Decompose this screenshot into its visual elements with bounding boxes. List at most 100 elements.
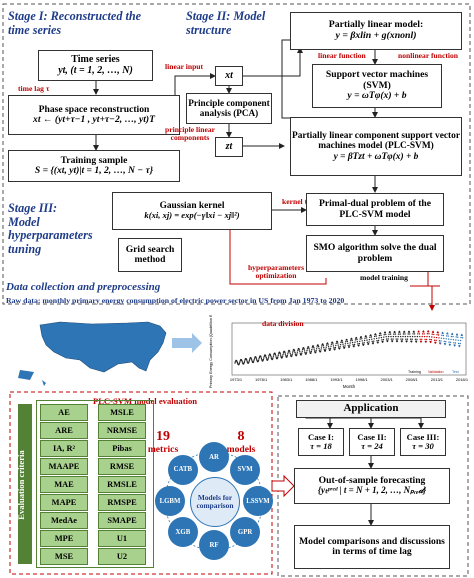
model-training-label: model training bbox=[360, 273, 408, 282]
chart-xtick-3: 1988/1 bbox=[305, 377, 318, 382]
nonlinear-function-label: nonlinear function bbox=[398, 51, 458, 60]
chart-point-341 bbox=[370, 336, 373, 338]
chart-point-24 bbox=[243, 360, 246, 362]
chart-point-54 bbox=[255, 358, 258, 360]
chart-point-544 bbox=[451, 333, 454, 336]
chart-point-475 bbox=[424, 338, 426, 341]
chart-point-144 bbox=[291, 352, 294, 354]
chart-point-238 bbox=[329, 349, 331, 351]
svm-title: Support vector machines (SVM) bbox=[325, 69, 429, 91]
chart-point-329 bbox=[365, 337, 368, 339]
chart-point-268 bbox=[341, 340, 343, 342]
chart-point-491 bbox=[430, 339, 433, 341]
chart-point-115 bbox=[280, 355, 282, 358]
chart-point-274 bbox=[343, 346, 346, 349]
chart-point-427 bbox=[405, 338, 407, 340]
chart-point-496 bbox=[432, 331, 435, 333]
chart-point-30 bbox=[246, 360, 248, 362]
chart-point-233 bbox=[327, 344, 329, 346]
chart-point-287 bbox=[349, 344, 351, 346]
chart-point-259 bbox=[337, 346, 340, 348]
chart-point-270 bbox=[342, 343, 344, 345]
chart-point-95 bbox=[272, 357, 274, 359]
legend-validation: Validation bbox=[428, 370, 444, 374]
chart-point-244 bbox=[331, 341, 334, 344]
model-circle-0: AR bbox=[199, 442, 229, 472]
chart-point-131 bbox=[286, 354, 289, 357]
chart-point-370 bbox=[382, 340, 384, 343]
chart-point-490 bbox=[430, 341, 432, 343]
chart-point-167 bbox=[301, 352, 303, 354]
chart-point-472 bbox=[423, 331, 425, 333]
training-sample-formula: S = {(xt, yt)|t = 1, 2, …, N − τ} bbox=[34, 165, 154, 176]
eval-header: PLC-SVM model evaluation bbox=[92, 396, 198, 406]
chart-xtick-0: 1973/1 bbox=[230, 377, 243, 382]
chart-point-137 bbox=[289, 351, 291, 353]
model-circle-4: RF bbox=[199, 530, 229, 560]
principle-components-label: principle linear components bbox=[165, 125, 215, 143]
chart-point-383 bbox=[387, 338, 389, 340]
case-tau-2: τ = 30 bbox=[412, 441, 434, 451]
chart-point-298 bbox=[353, 345, 355, 347]
chart-point-540 bbox=[450, 338, 452, 341]
chart-point-347 bbox=[373, 340, 375, 342]
chart-point-101 bbox=[274, 353, 277, 356]
chart-point-457 bbox=[417, 333, 419, 335]
chart-point-61 bbox=[258, 356, 261, 359]
chart-point-280 bbox=[346, 339, 348, 341]
models-word: models bbox=[226, 444, 256, 455]
svm-formula: y = ωTφ(x) + b bbox=[347, 90, 407, 102]
chart-point-288 bbox=[349, 342, 351, 344]
chart-point-78 bbox=[265, 356, 267, 359]
chart-point-214 bbox=[319, 350, 322, 353]
chart-point-245 bbox=[332, 343, 334, 345]
chart-point-96 bbox=[272, 355, 275, 357]
phase-space-title: Phase space reconstruction bbox=[38, 103, 150, 115]
pca-box: Principle component analysis (PCA) bbox=[186, 93, 272, 124]
chart-point-89 bbox=[269, 354, 272, 357]
chart-point-197 bbox=[313, 346, 315, 349]
metric-col2-7: U1 bbox=[98, 530, 146, 547]
chart-point-352 bbox=[375, 333, 377, 336]
smo-box: SMO algorithm solve the dual problem bbox=[306, 235, 444, 272]
chart-point-190 bbox=[310, 352, 312, 354]
chart-point-191 bbox=[310, 350, 313, 353]
chart-point-334 bbox=[367, 343, 370, 345]
chart-point-396 bbox=[392, 335, 395, 338]
chart-point-72 bbox=[263, 357, 265, 359]
chart-point-241 bbox=[330, 343, 333, 345]
chart-point-466 bbox=[420, 340, 423, 342]
chart-point-29 bbox=[245, 359, 248, 361]
chart-point-391 bbox=[390, 338, 393, 340]
chart-point-23 bbox=[243, 361, 245, 364]
chart-point-407 bbox=[397, 338, 399, 340]
chart-point-281 bbox=[346, 340, 349, 343]
metric-col2-0: MSLE bbox=[98, 404, 146, 421]
chart-point-295 bbox=[352, 344, 354, 346]
case-name-1: Case II: bbox=[357, 431, 387, 442]
chart-point-353 bbox=[375, 335, 377, 337]
chart-point-497 bbox=[433, 333, 435, 336]
chart-point-534 bbox=[447, 338, 450, 340]
chart-point-125 bbox=[284, 352, 286, 354]
chart-point-6 bbox=[236, 361, 239, 364]
chart-point-365 bbox=[380, 334, 382, 336]
metric-col1-4: MAE bbox=[40, 476, 88, 493]
chart-point-480 bbox=[426, 335, 428, 338]
model-circle-2: LSSVM bbox=[243, 486, 273, 516]
chart-point-184 bbox=[307, 346, 310, 348]
models-count-block: 8 models bbox=[224, 430, 258, 456]
chart-point-145 bbox=[292, 350, 294, 352]
chart-xtick-9: 2018/1 bbox=[456, 377, 469, 382]
xt-box: xt bbox=[215, 66, 243, 86]
chart-point-94 bbox=[271, 358, 274, 360]
metrics-count: 19 bbox=[156, 429, 170, 444]
chart-point-143 bbox=[291, 354, 293, 356]
chart-point-538 bbox=[449, 343, 451, 346]
chart-point-186 bbox=[308, 349, 311, 351]
chart-point-317 bbox=[361, 338, 363, 340]
chart-point-432 bbox=[407, 335, 409, 338]
top-frame bbox=[2, 3, 471, 305]
chart-point-484 bbox=[427, 331, 430, 333]
chart-point-232 bbox=[327, 342, 329, 345]
